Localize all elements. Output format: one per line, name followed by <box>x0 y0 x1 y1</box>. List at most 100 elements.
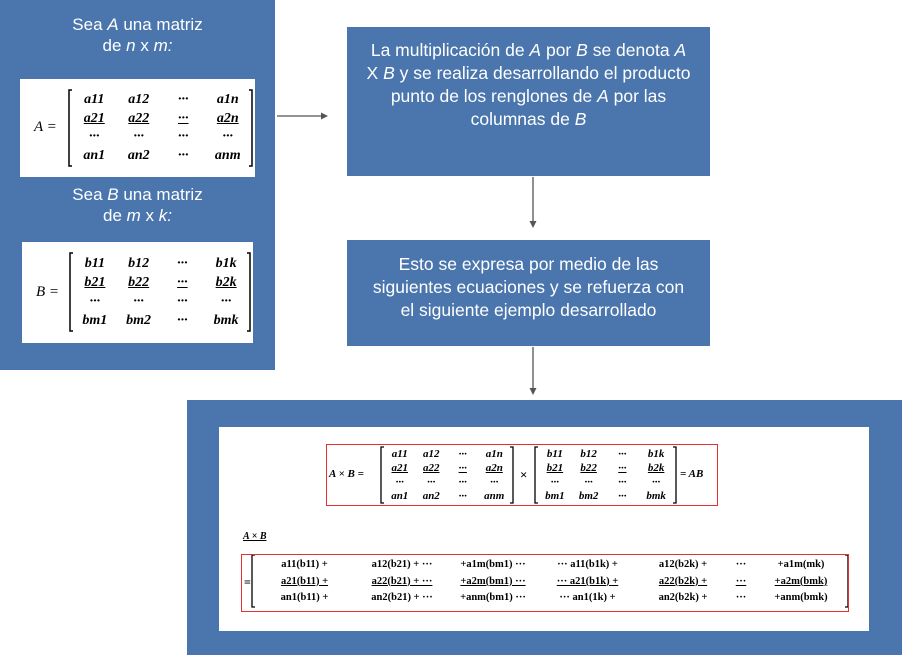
multiplication-description-text: La multiplicación de A por B se denota A… <box>366 40 691 129</box>
matrix-b-brackets <box>69 252 251 332</box>
matrix-entry: b12 <box>128 255 150 271</box>
matrix-entry: a21(b11) + <box>280 575 329 587</box>
result-equals: = <box>244 575 251 589</box>
matrix-entry: ··· <box>458 447 467 460</box>
matrix-entry: an2(b2k) + <box>658 592 708 604</box>
matrix-entry: ··· <box>177 293 188 309</box>
result-matrix: a11(b11) + a12(b21) + ··· +a1m(bm1) ··· ···… <box>257 557 845 607</box>
matrix-entry: an1 <box>391 489 409 502</box>
matrix-entry: ··· <box>178 147 189 163</box>
matrix-a-caption: Sea A una matriz de n x m: <box>72 15 203 55</box>
matrix-entry: ··· <box>395 475 404 488</box>
matrix-entry: +anm(bmk) <box>774 592 828 604</box>
arrow-right-head <box>321 112 328 120</box>
matrix-entry: b22 <box>580 461 597 474</box>
matrix-entry: +a2m(bmk) <box>774 575 828 587</box>
product-times: × <box>520 467 528 482</box>
matrix-entry: bmk <box>646 489 666 502</box>
matrix-entry: anm <box>214 147 241 163</box>
matrix-entry: bm1 <box>82 312 108 328</box>
product-rhs: = AB <box>680 468 704 480</box>
matrix-entry: a22 <box>128 110 150 126</box>
arrow-down-1-head <box>529 221 537 228</box>
matrix-entry: an2(b21) + ··· <box>371 592 433 604</box>
matrix-entry: ··· <box>550 475 559 488</box>
matrix-entry: a1n <box>216 92 239 108</box>
matrix-entry: ··· <box>177 274 188 290</box>
matrix-entry: b1k <box>647 447 665 460</box>
matrix-entry: a11 <box>391 447 408 460</box>
matrix-entry: bmk <box>213 312 239 328</box>
matrix-entry: b12 <box>580 447 597 460</box>
matrix-entry: ··· <box>427 475 436 488</box>
matrix-entry: ··· a21(b1k) + <box>556 575 619 587</box>
matrix-entry: a22 <box>423 461 440 474</box>
matrix-entry: a11(b11) + <box>281 559 328 571</box>
matrix-entry: a12(b21) + ··· <box>371 559 433 571</box>
matrix-entry: ··· <box>178 129 189 145</box>
matrix-entry: ··· <box>458 489 467 502</box>
matrix-entry: ··· <box>735 575 747 587</box>
matrix-entry: a1n <box>485 447 503 460</box>
matrix-entry: a12 <box>423 447 440 460</box>
matrix-entry: anm <box>484 489 505 502</box>
matrix-entry: a12 <box>128 92 150 108</box>
matrix-entry: b21 <box>546 461 564 474</box>
matrix-a-label: A = <box>34 119 57 135</box>
matrix-entry: b21 <box>84 274 106 290</box>
matrix-entry: a21 <box>83 110 105 126</box>
matrix-entry: bm2 <box>578 489 599 502</box>
matrix-entry: b2k <box>215 274 237 290</box>
matrix-entry: b2k <box>647 461 665 474</box>
matrix-entry: +a1m(mk) <box>777 559 825 571</box>
matrix-entry: ··· an1(1k) + <box>559 592 616 604</box>
product-brackets <box>251 446 849 608</box>
matrix-entry: +a2m(bm1) ··· <box>460 575 526 587</box>
matrix-entry: b1k <box>215 255 237 271</box>
matrix-entry: bm1 <box>545 489 565 502</box>
matrix-entry: ··· <box>490 475 499 488</box>
matrix-entry: ··· <box>222 129 234 145</box>
matrix-entry: ··· <box>618 475 627 488</box>
matrix-entry: ··· <box>618 447 627 460</box>
matrix-b-label: B = <box>36 284 60 300</box>
matrix-entry: ··· <box>735 559 747 571</box>
expression-description-box: Esto se expresa por medio de las siguien… <box>347 240 710 346</box>
matrix-entry: ··· a11(b1k) + <box>557 559 618 571</box>
product-equation-highlight <box>326 444 718 506</box>
section-label: A × B <box>243 531 267 542</box>
matrix-entry: a22(b2k) + <box>658 575 708 587</box>
matrix-entry: a22(b21) + ··· <box>371 575 433 587</box>
matrix-entry: b11 <box>546 447 563 460</box>
expression-description-text: Esto se expresa por medio de las siguien… <box>372 254 685 320</box>
matrix-entry: ··· <box>177 255 188 271</box>
matrix-entry: +anm(bm1) ··· <box>460 592 526 604</box>
result-equation-highlight <box>241 554 849 612</box>
matrix-entry: b11 <box>84 255 105 271</box>
matrix-entry: an1 <box>83 147 106 163</box>
matrix-entry: an1(b11) + <box>280 592 329 604</box>
matrix-entry: ··· <box>458 475 467 488</box>
matrix-entry: an2 <box>127 147 150 163</box>
arrow-down-2-head <box>529 388 537 395</box>
matrix-entry: a2n <box>216 110 239 126</box>
matrix-entry: +a1m(bm1) ··· <box>460 559 526 571</box>
matrix-a-brackets <box>68 89 253 167</box>
matrix-entry: ··· <box>133 129 145 145</box>
multiplication-description-box: La multiplicación de A por B se denota A… <box>347 27 710 176</box>
matrix-entry: b22 <box>128 274 150 290</box>
matrix-entry: a2n <box>485 461 503 474</box>
matrix-entry: ··· <box>735 592 747 604</box>
matrix-entry: ··· <box>178 110 189 126</box>
matrix-b-caption: Sea B una matriz de m x k: <box>72 185 203 225</box>
matrix-entry: ··· <box>652 475 661 488</box>
matrix-entry: ··· <box>178 92 189 108</box>
